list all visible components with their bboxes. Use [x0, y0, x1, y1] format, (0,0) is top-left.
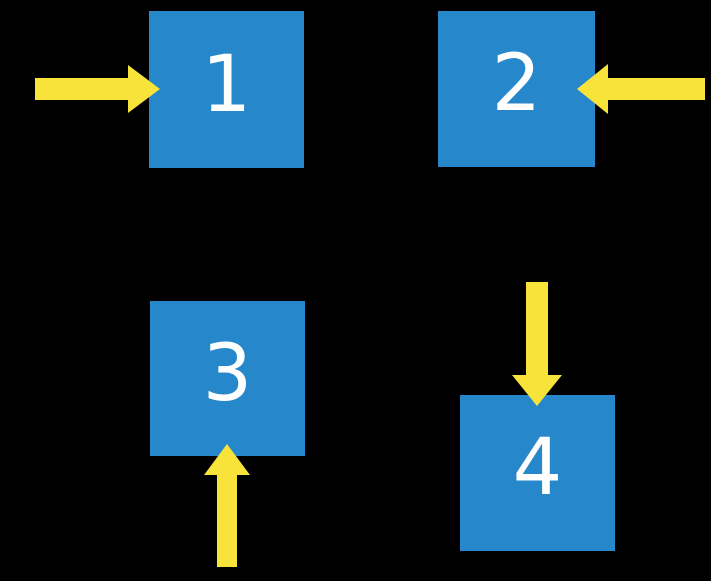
box-2: 2: [438, 11, 595, 167]
box-4-label: 4: [512, 423, 563, 513]
box-1-label: 1: [201, 39, 252, 130]
box-4: 4: [460, 395, 615, 551]
box-1: 1: [149, 11, 304, 168]
arrow-down-icon: [512, 282, 562, 406]
box-3: 3: [150, 301, 305, 456]
arrow-right-icon: [35, 65, 160, 113]
arrow-up-icon: [204, 444, 250, 567]
box-2-label: 2: [491, 39, 542, 129]
arrow-left-icon: [577, 64, 705, 114]
box-3-label: 3: [202, 328, 253, 419]
